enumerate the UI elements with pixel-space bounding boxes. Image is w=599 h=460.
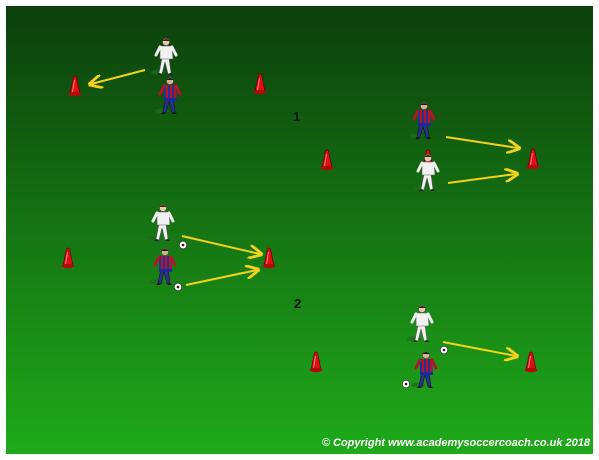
copyright-text: © Copyright www.academysoccercoach.co.uk…: [322, 437, 591, 449]
soccer-ball-icon: [173, 282, 183, 292]
grid-label-1: 1: [293, 109, 300, 124]
drill-2-area: 2: [61, 202, 538, 390]
movement-arrow-icon: [185, 270, 257, 286]
movement-arrow-icon: [442, 341, 516, 356]
grid-label-2: 2: [294, 296, 301, 311]
movement-arrow-icon: [91, 69, 146, 84]
movement-arrow-icon: [447, 174, 516, 184]
movement-arrow-icon: [181, 235, 260, 254]
pitch-background: [6, 6, 593, 454]
soccer-ball-icon: [401, 379, 411, 389]
drill-1-area: 1: [68, 36, 540, 193]
soccer-ball-icon: [178, 240, 188, 250]
movement-arrow-icon: [445, 136, 518, 148]
soccer-ball-icon: [439, 345, 449, 355]
